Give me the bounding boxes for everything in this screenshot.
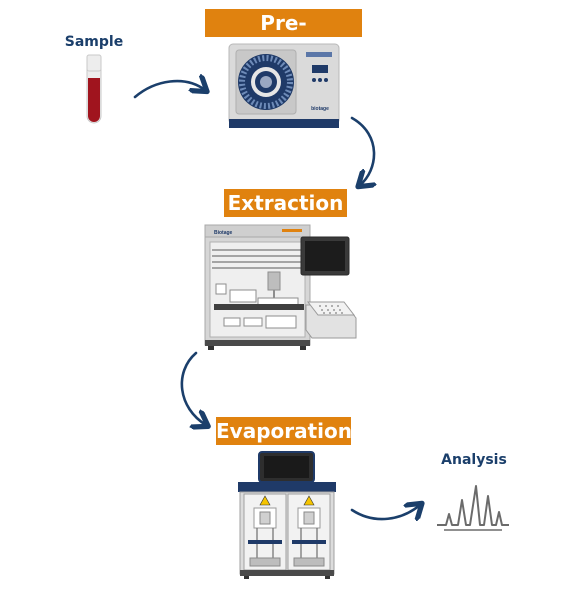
arrow-extraction-to-evaporation (180, 351, 206, 425)
extraction-device-icon: Biotage (204, 224, 357, 350)
chromatogram-icon (437, 485, 509, 531)
arrow-sample-to-pretreatment (133, 81, 205, 99)
arrow-pretreatment-to-extraction (350, 116, 374, 185)
stage-label-extraction: Extraction (224, 189, 347, 217)
analysis-label: Analysis (441, 452, 507, 468)
arrow-evaporation-to-analysis (350, 505, 420, 519)
sample-label: Sample (64, 34, 124, 50)
stage-label-evaporation: Evaporation (216, 417, 353, 445)
sample-tube-icon (86, 54, 102, 124)
evaporation-device-icon (238, 451, 336, 579)
pretreatment-device-icon: biotage (228, 43, 340, 128)
extraction-brand-text: Biotage (214, 230, 233, 236)
incubator-brand-text: biotage (311, 106, 329, 112)
